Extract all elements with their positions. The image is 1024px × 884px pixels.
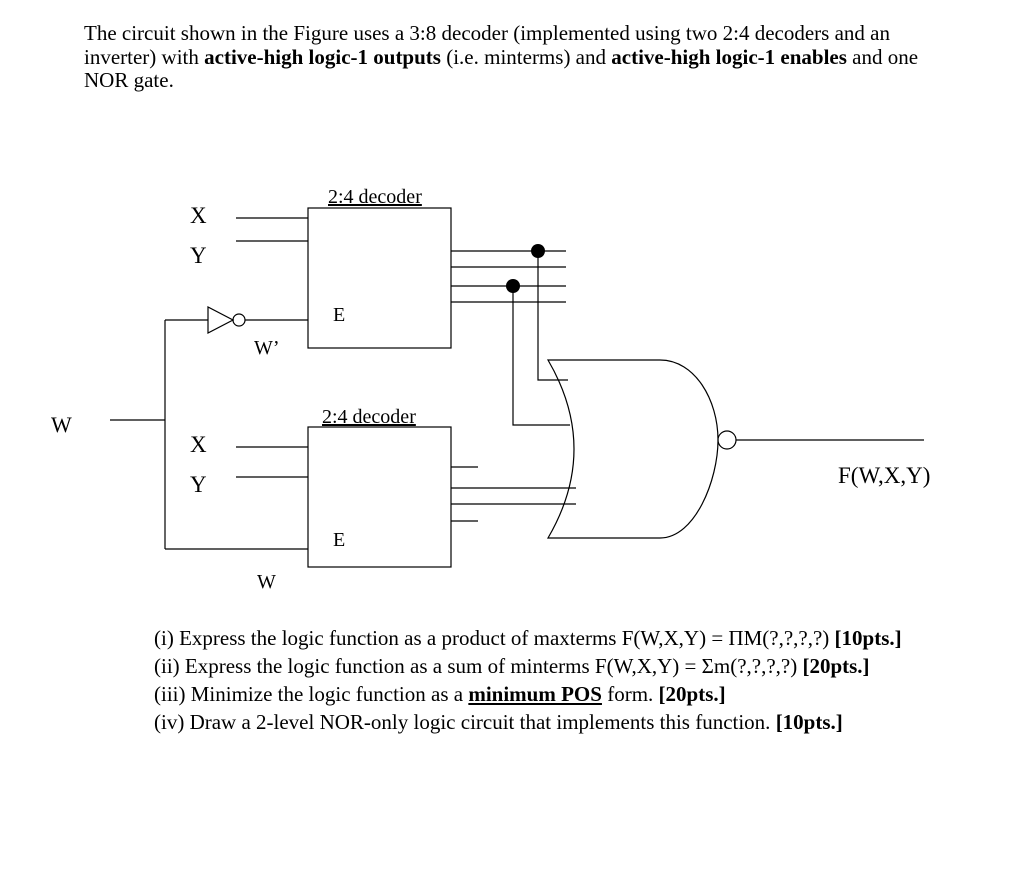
inverter-triangle (207, 306, 235, 334)
input-w-label: W (51, 412, 72, 437)
question-3-emphasis: minimum POS (468, 682, 602, 706)
bottom-decoder-title: 2:4 decoder (322, 406, 416, 428)
question-4-text: (iv) Draw a 2-level NOR-only logic circu… (154, 710, 776, 734)
questions-block: (i) Express the logic function as a prod… (154, 624, 994, 736)
inverter-bubble (232, 313, 246, 327)
intro-bold-outputs: active-high logic-1 outputs (204, 44, 441, 69)
bottom-decoder-box (307, 426, 452, 568)
intro-paragraph: The circuit shown in the Figure uses a 3… (84, 21, 964, 93)
question-3: (iii) Minimize the logic function as a m… (154, 680, 994, 708)
circuit-diagram: W 2:4 decoder X Y E W’ 2:4 decoder X Y E… (51, 186, 930, 593)
bottom-y-label: Y (190, 472, 207, 497)
intro-text-2: (i.e. minterms) and (440, 44, 612, 69)
question-3-text: (iii) Minimize the logic function as a (154, 682, 469, 706)
question-2: (ii) Express the logic function as a sum… (154, 652, 994, 680)
top-x-label: X (190, 203, 207, 228)
bottom-x-label: X (190, 432, 207, 457)
intro-bold-enables: active-high logic-1 enables (611, 44, 847, 69)
w-bar-label: W’ (254, 337, 280, 359)
w-enable-label: W (257, 571, 276, 593)
question-1-text: (i) Express the logic function as a prod… (154, 626, 835, 650)
question-3-text-end: form. (601, 682, 659, 706)
intro-text-3: and one NOR gate. (84, 44, 919, 92)
junction-dot-2 (506, 279, 520, 293)
question-1-points: [10pts.] (834, 626, 902, 650)
top-enable-label: E (333, 304, 345, 326)
question-4-points: [10pts.] (775, 710, 843, 734)
top-y-label: Y (190, 243, 207, 268)
output-f-label: F(W,X,Y) (838, 463, 930, 488)
tap-wire-2 (512, 286, 570, 426)
bottom-enable-label: E (333, 529, 345, 551)
question-2-text: (ii) Express the logic function as a sum… (154, 654, 803, 678)
question-1: (i) Express the logic function as a prod… (154, 624, 994, 652)
question-2-points: [20pts.] (802, 654, 870, 678)
intro-text-1: The circuit shown in the Figure uses a 3… (84, 21, 890, 69)
top-decoder-box (307, 207, 452, 349)
junction-dot-1 (531, 244, 545, 258)
question-3-points: [20pts.] (658, 682, 726, 706)
top-decoder-title: 2:4 decoder (328, 186, 422, 208)
nor-gate-body (546, 359, 719, 539)
nor-output-bubble (717, 430, 737, 450)
tap-wire-1 (537, 251, 568, 381)
question-4: (iv) Draw a 2-level NOR-only logic circu… (154, 708, 994, 736)
